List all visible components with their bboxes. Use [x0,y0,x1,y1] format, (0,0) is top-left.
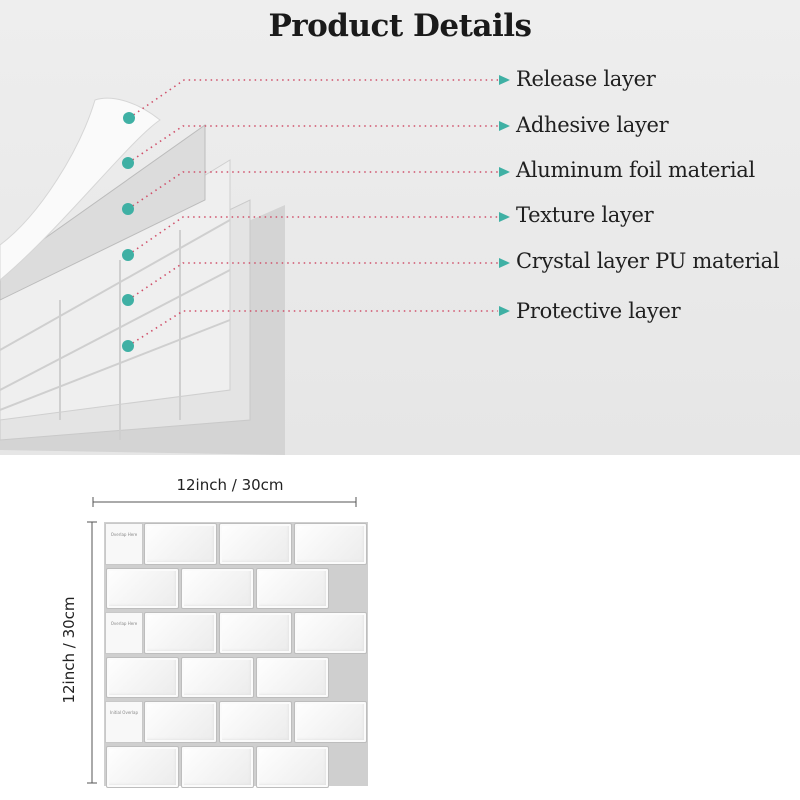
brick-lines [0,219,231,440]
subway-tile [219,612,293,654]
arrow-icon [499,167,510,177]
label-release-layer: Release layer [516,67,656,91]
leader-lines [122,75,510,352]
subway-tile [181,656,255,699]
subway-tile [181,746,255,788]
layer-dot [122,203,134,215]
subway-tile [294,523,368,565]
layer-dot [122,340,134,352]
label-adhesive-layer: Adhesive layer [516,113,669,137]
layer-dot [122,249,134,261]
subway-tile [106,746,179,788]
overlap-marker: Initial Overlap [105,701,143,743]
arrow-icon [499,212,510,222]
subway-tile [106,656,179,699]
subway-tile [144,701,217,743]
leader-line [128,79,498,119]
subway-tile [294,612,368,654]
label-crystal-layer: Crystal layer PU material [516,249,780,273]
subway-tile [294,701,368,743]
dimension-lines [87,497,357,784]
page-title: Product Details [268,8,532,44]
leader-line [127,216,498,256]
product-details-section: Product Details Release layer Adhesive l… [0,0,800,455]
leader-line [127,171,498,210]
label-aluminum-foil: Aluminum foil material [516,158,755,182]
texture-panel [0,159,231,421]
layer-dot [122,157,134,169]
subway-tile [181,567,255,610]
subway-tile [106,567,179,610]
foil-panel [0,124,206,301]
layer-dot [122,294,134,306]
subway-tile [256,656,330,699]
subway-tile [219,523,293,565]
overlap-marker: Overlap Here [105,612,143,654]
leader-line [127,125,498,164]
label-texture-layer: Texture layer [516,203,654,227]
release-sheet [0,97,161,281]
subway-tile [219,701,293,743]
subway-tile [144,612,217,654]
label-protective-layer: Protective layer [516,299,681,323]
subway-tile [256,746,330,788]
overlap-marker: Overlap Here [105,523,143,565]
leader-line [127,310,498,347]
height-dimension-label: 12inch / 30cm [60,596,78,704]
arrow-icon [499,306,510,316]
arrow-icon [499,258,510,268]
arrow-icon [499,121,510,131]
layer-illustration [0,75,510,455]
leader-line [127,262,498,301]
arrow-icon [499,75,510,85]
subway-tile [144,523,217,565]
subway-tile [256,567,330,610]
layer-dot [123,112,135,124]
width-dimension-label: 12inch / 30cm [176,476,284,494]
